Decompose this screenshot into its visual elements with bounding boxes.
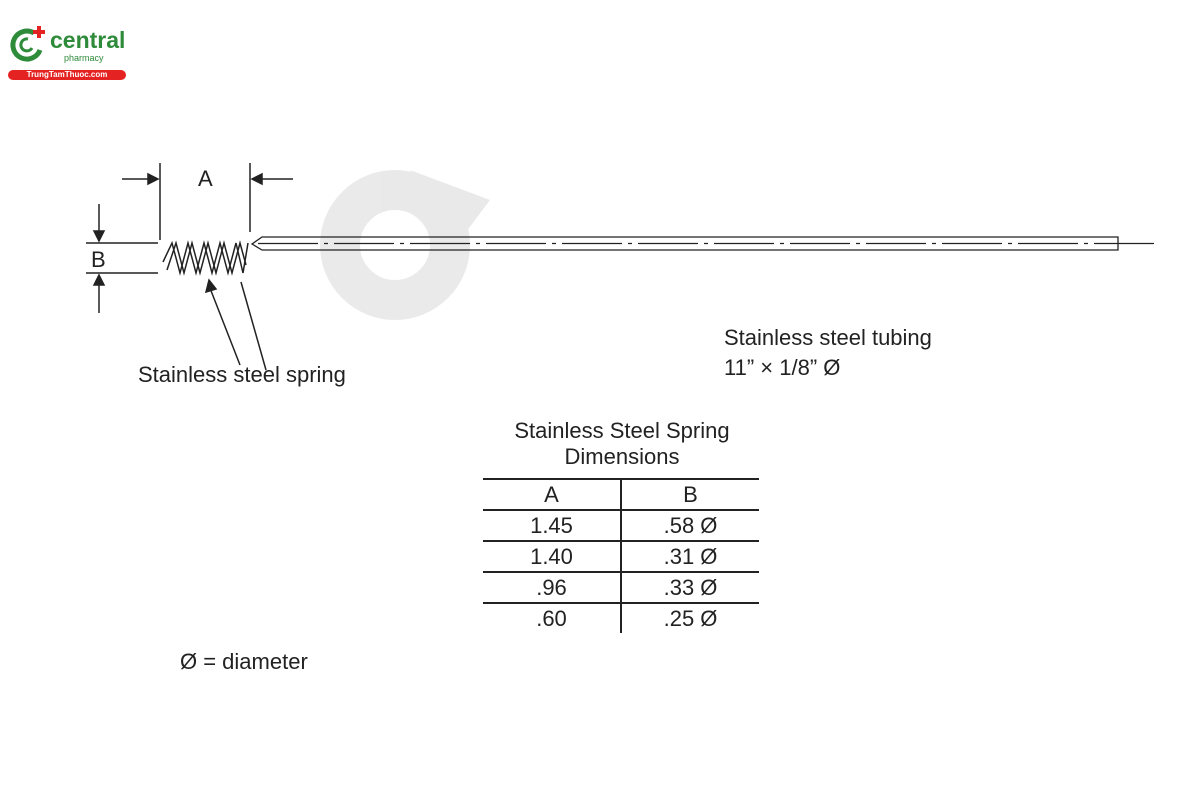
header-a: A [483, 479, 622, 510]
dimension-a-label: A [198, 166, 213, 191]
table-header-row: A B [483, 479, 759, 510]
dimension-b-label: B [91, 247, 106, 272]
logo: central pharmacy TrungTamThuoc.com [6, 24, 128, 82]
logo-site: TrungTamThuoc.com [8, 70, 126, 80]
logo-sub: pharmacy [64, 53, 104, 63]
tubing-size: 11” × 1/8” Ø [724, 355, 841, 380]
table-row: .60 .25 Ø [483, 603, 759, 633]
table-row: 1.45 .58 Ø [483, 510, 759, 541]
cell-b: .31 Ø [663, 544, 718, 569]
cell-b: .58 Ø [663, 513, 718, 538]
cell-a: .96 [483, 572, 622, 603]
spring-dimensions-table: Stainless Steel Spring Dimensions A B 1.… [483, 418, 761, 633]
cell-a: .60 [483, 603, 622, 633]
spring-tubing-diagram [86, 163, 1155, 371]
logo-mark-icon [10, 26, 45, 62]
tubing [250, 236, 1155, 251]
table-title-line2: Dimensions [564, 444, 680, 469]
cell-a: 1.45 [483, 510, 622, 541]
cell-b: .25 Ø [663, 606, 718, 631]
tubing-label: Stainless steel tubing [724, 325, 932, 350]
logo-name: central [50, 27, 126, 53]
diameter-legend: Ø = diameter [180, 649, 308, 674]
spring [162, 240, 249, 276]
watermark [320, 170, 490, 320]
table-row: .96 .33 Ø [483, 572, 759, 603]
cell-b: .33 Ø [663, 575, 718, 600]
spring-label: Stainless steel spring [138, 362, 346, 387]
cell-a: 1.40 [483, 541, 622, 572]
header-b: B [683, 482, 698, 507]
table-title-line1: Stainless Steel Spring [514, 418, 730, 443]
table-row: 1.40 .31 Ø [483, 541, 759, 572]
